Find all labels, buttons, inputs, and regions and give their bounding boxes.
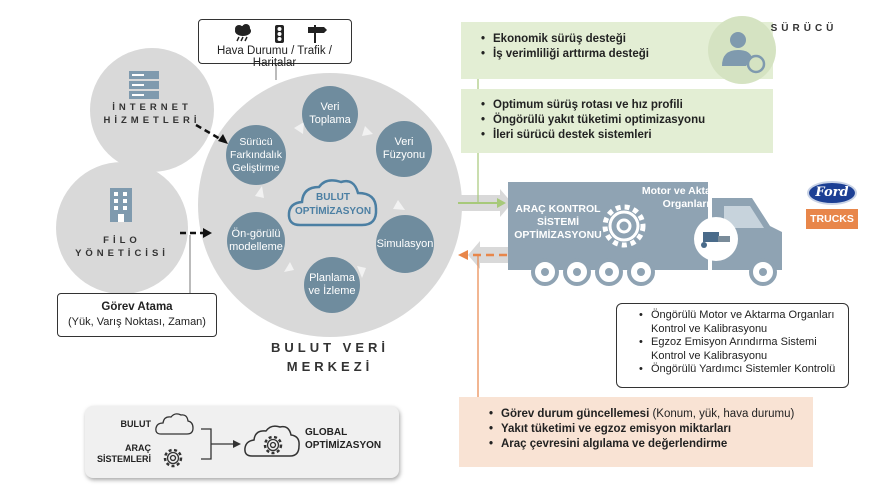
status-update-item: Araç çevresini algılama ve değerlendirme — [489, 437, 813, 452]
cloud-title-2: OPTİMİZASYON — [294, 206, 372, 217]
powertrain-label-1: Motor ve Aktarma — [641, 185, 731, 197]
cycle-arrow — [393, 200, 405, 210]
node-data-collection: Veri Toplama — [302, 86, 358, 142]
route-support-box: Optimum sürüş rotası ve hız profili Öngö… — [461, 89, 773, 153]
status-update-item: Görev durum güncellemesi (Konum, yük, ha… — [489, 407, 813, 422]
cloud-rain-icon — [235, 24, 251, 42]
ford-trucks-logo: Ford TRUCKS — [806, 181, 858, 231]
weather-label: Hava Durumu / Trafik / Haritalar — [216, 45, 333, 69]
route-support-list: Optimum sürüş rotası ve hız profili Öngö… — [479, 98, 773, 143]
task-title: Görev Atama — [101, 301, 173, 313]
signpost-icon — [308, 25, 327, 43]
status-update-item: Yakıt tüketimi ve egzoz emisyon miktarla… — [489, 422, 813, 437]
legend-global-label-1: GLOBAL — [305, 427, 348, 438]
status-update-box: Görev durum güncellemesi (Konum, yük, ha… — [459, 397, 813, 467]
internet-arrow — [195, 123, 223, 142]
driver-circle — [708, 16, 776, 84]
status-item-rest: (Konum, yük, hava durumu) — [649, 408, 795, 420]
driver-support-list: Ekonomik sürüş desteği İş verimliliği ar… — [479, 32, 773, 62]
legend-vehicle-label-1: ARAÇ — [125, 443, 151, 453]
engine-icon — [701, 232, 730, 248]
building-icon — [110, 188, 132, 222]
calibration-list: Öngörülü Motor ve Aktarma Organları Kont… — [637, 309, 844, 377]
truck-window — [724, 206, 764, 228]
driver-support-item: Ekonomik sürüş desteği — [481, 32, 773, 47]
weather-box: Hava Durumu / Trafik / Haritalar — [198, 19, 352, 69]
cycle-arrow — [357, 266, 366, 278]
datacenter-label-1: BULUT VERİ — [271, 340, 389, 355]
node-data-fusion: Veri Füzyonu — [376, 121, 432, 177]
internet-label-1: İNTERNET — [112, 102, 192, 113]
truck-trailer — [508, 182, 708, 270]
driver-support-item: İş verimliliği arttırma desteği — [481, 47, 773, 62]
global-gear-icon — [263, 435, 283, 455]
control-label-1: ARAÇ KONTROL — [515, 203, 601, 215]
weather-icons — [235, 24, 327, 43]
cycle-arrow — [255, 186, 264, 198]
control-label: ARAÇ KONTROL SİSTEMİ OPTİMİZASYONU — [508, 203, 608, 242]
status-update-list: Görev durum güncellemesi (Konum, yük, ha… — [487, 407, 813, 452]
task-subtitle: (Yük, Varış Noktası, Zaman) — [68, 316, 206, 328]
internet-label-2: HİZMETLERİ — [103, 115, 201, 126]
route-support-item: Optimum sürüş rotası ve hız profili — [481, 98, 773, 113]
fleet-label-2: YÖNETİCİSİ — [75, 248, 169, 259]
control-label-3: OPTİMİZASYONU — [514, 229, 602, 241]
traffic-light-icon — [275, 25, 284, 43]
route-support-item: Öngörülü yakıt tüketimi optimizasyonu — [481, 113, 773, 128]
route-support-item: İleri sürücü destek sistemleri — [481, 128, 773, 143]
driver-label: SÜRÜCÜ — [770, 23, 838, 34]
powertrain-label-2: Organları — [662, 198, 710, 210]
legend-cloud-label: BULUT — [120, 419, 152, 429]
datacenter-label-2: MERKEZİ — [286, 359, 374, 374]
node-planning: Planlama ve İzleme — [304, 257, 360, 313]
legend-box: BULUT ARAÇ SİSTEMLERİ GLOBAL OPTİMİZASYO… — [85, 406, 399, 478]
legend-global-label-2: OPTİMİZASYON — [305, 440, 382, 451]
cycle-arrow — [284, 262, 294, 272]
status-item-bold: Görev durum güncellemesi — [501, 408, 650, 420]
cloud-title-1: BULUT — [316, 192, 350, 203]
legend-vehicle-label: ARAÇ SİSTEMLERİ — [93, 443, 151, 465]
powertrain-label: Motor ve Aktarma Organları — [635, 185, 737, 211]
truck-graphic — [508, 182, 782, 286]
driver-icon — [722, 32, 766, 74]
internet-circle — [90, 48, 214, 172]
fleet-label-1: FİLO — [103, 235, 141, 246]
node-simulation: Simulasyon — [376, 215, 434, 273]
gear-icon — [602, 204, 646, 248]
legend-graphics — [155, 413, 300, 468]
legend-vehicle-label-2: SİSTEMLERİ — [96, 454, 151, 464]
server-icon — [129, 71, 159, 99]
control-label-2: SİSTEMİ — [536, 216, 579, 228]
cycle-arrow — [294, 122, 304, 134]
node-predictive-modelling: Ön-görülü modelleme — [227, 212, 285, 270]
small-gear-icon — [163, 448, 183, 468]
cycle-arrow — [362, 126, 373, 136]
trucks-logo: TRUCKS — [806, 209, 858, 229]
node-driver-awareness: Sürücü Farkındalık Geliştirme — [226, 125, 286, 185]
calibration-item: Öngörülü Yardımcı Sistemler Kontrolü — [639, 363, 844, 377]
ford-logo: Ford — [807, 181, 857, 205]
legend-global-label: GLOBAL OPTİMİZASYON — [305, 426, 395, 452]
calibration-item: Egzoz Emisyon Arındırma Sistemi Kontrol … — [639, 336, 844, 363]
calibration-box: Öngörülü Motor ve Aktarma Organları Kont… — [616, 303, 849, 388]
fleet-circle — [56, 162, 188, 294]
small-cloud-icon — [155, 413, 194, 435]
global-cloud-icon — [244, 425, 300, 457]
task-box: Görev Atama (Yük, Varış Noktası, Zaman) — [57, 293, 217, 337]
cloud-icon — [287, 179, 378, 227]
calibration-item: Öngörülü Motor ve Aktarma Organları Kont… — [639, 309, 844, 336]
